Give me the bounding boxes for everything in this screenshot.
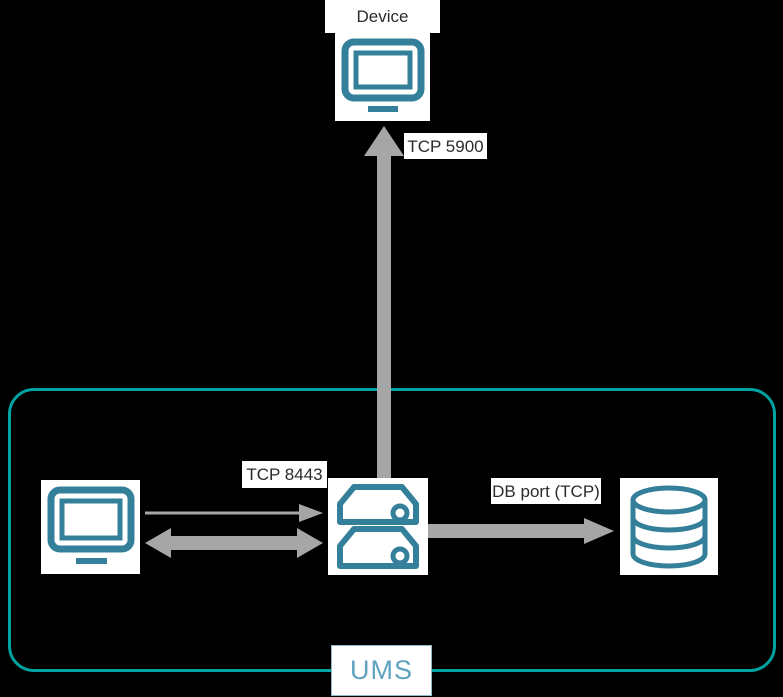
device-node (335, 33, 430, 121)
tcp-8443-label-text: TCP 8443 (246, 465, 323, 484)
tcp-5900-label-text: TCP 5900 (407, 136, 484, 156)
ums-badge-text: UMS (350, 655, 413, 685)
arrow-client-to-server-thin (145, 504, 323, 522)
database-icon (630, 485, 708, 568)
arrow-client-to-server-double (145, 528, 323, 558)
server-node (328, 478, 428, 575)
device-label: Device (325, 0, 440, 33)
device-label-text: Device (356, 7, 409, 26)
ums-badge: UMS (331, 645, 432, 696)
arrow-server-to-database (428, 518, 614, 544)
monitor-icon (341, 38, 424, 112)
arrow-server-to-device (364, 126, 404, 478)
monitor-icon (47, 486, 134, 564)
tcp-8443-label: TCP 8443 (242, 461, 327, 488)
db-port-label-text: DB port (TCP) (492, 481, 600, 501)
db-port-label: DB port (TCP) (491, 478, 601, 504)
database-node (620, 478, 718, 575)
client-node (41, 480, 140, 574)
server-icon (337, 483, 419, 569)
tcp-5900-label: TCP 5900 (404, 133, 487, 159)
